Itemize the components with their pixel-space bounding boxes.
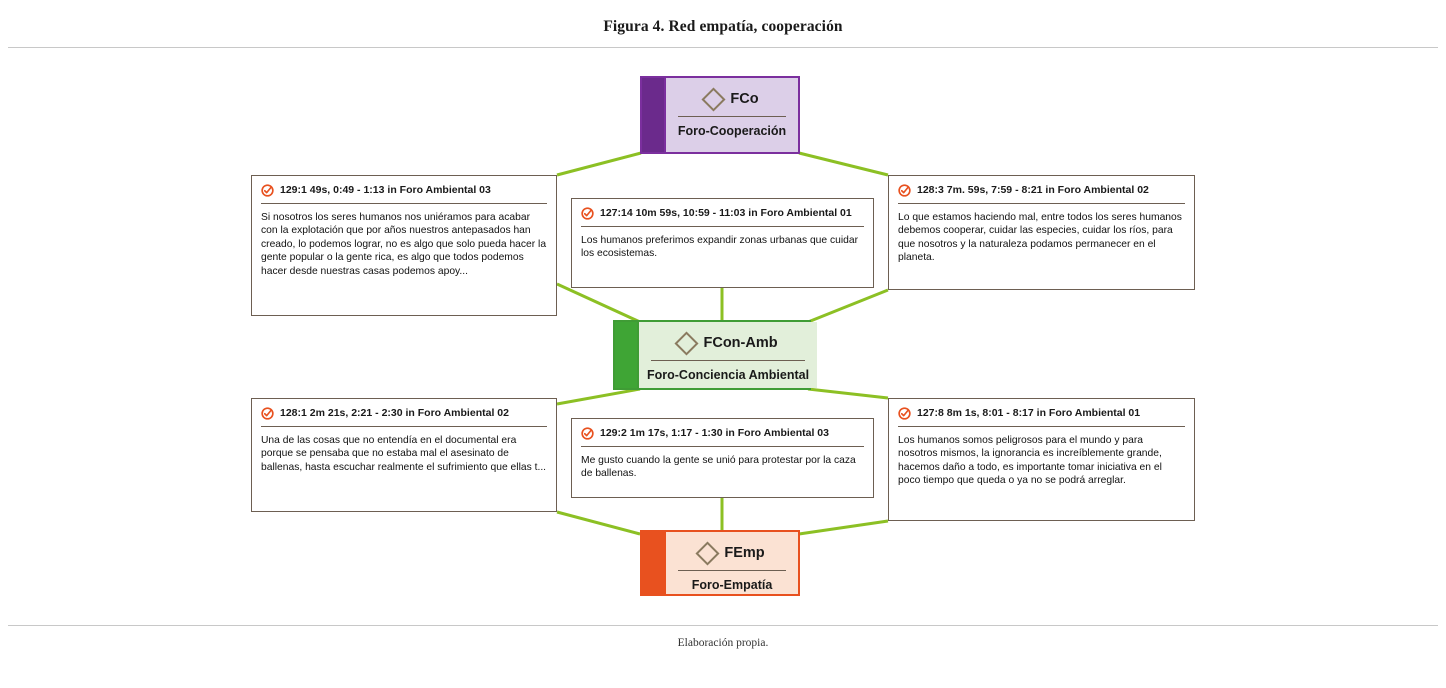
quotation-id: 129:1 49s, 0:49 - 1:13 in Foro Ambiental… bbox=[280, 184, 491, 196]
node-divider bbox=[678, 570, 786, 571]
quotation-header: 127:8 8m 1s, 8:01 - 8:17 in Foro Ambient… bbox=[898, 406, 1185, 420]
quotation-header: 127:14 10m 59s, 10:59 - 11:03 in Foro Am… bbox=[581, 206, 864, 220]
node-fcon-amb[interactable]: FCon-Amb Foro-Conciencia Ambiental bbox=[613, 320, 818, 390]
quotation-card[interactable]: 129:2 1m 17s, 1:17 - 1:30 in Foro Ambien… bbox=[571, 418, 874, 498]
footer-divider bbox=[8, 625, 1438, 626]
node-label: Foro-Empatía bbox=[691, 578, 773, 592]
quotation-card[interactable]: 128:3 7m. 59s, 7:59 - 8:21 in Foro Ambie… bbox=[888, 175, 1195, 290]
node-body: FCon-Amb Foro-Conciencia Ambiental bbox=[637, 322, 818, 388]
quotation-text: Me gusto cuando la gente se unió para pr… bbox=[581, 455, 856, 480]
node-divider bbox=[651, 360, 806, 361]
quotation-card[interactable]: 127:14 10m 59s, 10:59 - 11:03 in Foro Am… bbox=[571, 198, 874, 288]
quotation-check-icon bbox=[898, 406, 911, 420]
quotation-check-icon bbox=[261, 183, 274, 197]
quotation-header: 128:3 7m. 59s, 7:59 - 8:21 in Foro Ambie… bbox=[898, 183, 1185, 197]
quotation-card[interactable]: 128:1 2m 21s, 2:21 - 2:30 in Foro Ambien… bbox=[251, 398, 557, 512]
node-code: FCon-Amb bbox=[703, 335, 778, 351]
quotation-check-icon bbox=[261, 406, 274, 420]
card-divider bbox=[898, 426, 1185, 427]
quotation-id: 128:3 7m. 59s, 7:59 - 8:21 in Foro Ambie… bbox=[917, 184, 1149, 196]
node-label: Foro-Cooperación bbox=[677, 124, 787, 138]
diamond-icon bbox=[701, 86, 726, 112]
node-code: FEmp bbox=[724, 545, 765, 561]
node-color-bar bbox=[642, 78, 664, 152]
node-color-bar bbox=[615, 322, 637, 388]
quotation-text: Si nosotros los seres humanos nos uniéra… bbox=[261, 212, 547, 277]
page-title: Figura 4. Red empatía, cooperación bbox=[603, 18, 843, 35]
quotation-card[interactable]: 127:8 8m 1s, 8:01 - 8:17 in Foro Ambient… bbox=[888, 398, 1195, 521]
quotation-header: 128:1 2m 21s, 2:21 - 2:30 in Foro Ambien… bbox=[261, 406, 547, 420]
quotation-id: 127:8 8m 1s, 8:01 - 8:17 in Foro Ambient… bbox=[917, 407, 1141, 419]
quotation-id: 128:1 2m 21s, 2:21 - 2:30 in Foro Ambien… bbox=[280, 407, 509, 419]
quotation-check-icon bbox=[581, 426, 594, 440]
card-divider bbox=[261, 426, 547, 427]
header-divider bbox=[8, 47, 1438, 48]
node-body: FEmp Foro-Empatía bbox=[664, 532, 798, 594]
node-header-row: FCo bbox=[674, 84, 790, 114]
quotation-check-icon bbox=[581, 206, 594, 220]
quotation-text: Una de las cosas que no entendía en el d… bbox=[261, 435, 547, 473]
card-divider bbox=[581, 226, 864, 227]
node-header-row: FEmp bbox=[674, 538, 790, 568]
card-divider bbox=[581, 446, 864, 447]
node-code: FCo bbox=[730, 91, 759, 107]
quotation-header: 129:1 49s, 0:49 - 1:13 in Foro Ambiental… bbox=[261, 183, 547, 197]
quotation-card[interactable]: 129:1 49s, 0:49 - 1:13 in Foro Ambiental… bbox=[251, 175, 557, 316]
node-header-row: FCon-Amb bbox=[647, 328, 809, 358]
source-note: Elaboración propia. bbox=[677, 637, 769, 649]
node-color-bar bbox=[642, 532, 664, 594]
node-fco[interactable]: FCo Foro-Cooperación bbox=[640, 76, 800, 154]
card-divider bbox=[261, 203, 547, 204]
quotation-id: 129:2 1m 17s, 1:17 - 1:30 in Foro Ambien… bbox=[600, 427, 829, 439]
quotation-text: Los humanos preferimos expandir zonas ur… bbox=[581, 235, 859, 260]
node-divider bbox=[678, 116, 786, 117]
quotation-id: 127:14 10m 59s, 10:59 - 11:03 in Foro Am… bbox=[600, 207, 852, 219]
quotation-text: Lo que estamos haciendo mal, entre todos… bbox=[898, 212, 1182, 264]
diamond-icon bbox=[695, 540, 720, 566]
node-label: Foro-Conciencia Ambiental bbox=[647, 368, 810, 382]
card-divider bbox=[898, 203, 1185, 204]
quotation-text: Los humanos somos peligrosos para el mun… bbox=[898, 435, 1162, 487]
node-femp[interactable]: FEmp Foro-Empatía bbox=[640, 530, 800, 596]
node-body: FCo Foro-Cooperación bbox=[664, 78, 798, 152]
quotation-header: 129:2 1m 17s, 1:17 - 1:30 in Foro Ambien… bbox=[581, 426, 864, 440]
diamond-icon bbox=[674, 330, 700, 356]
quotation-check-icon bbox=[898, 183, 911, 197]
